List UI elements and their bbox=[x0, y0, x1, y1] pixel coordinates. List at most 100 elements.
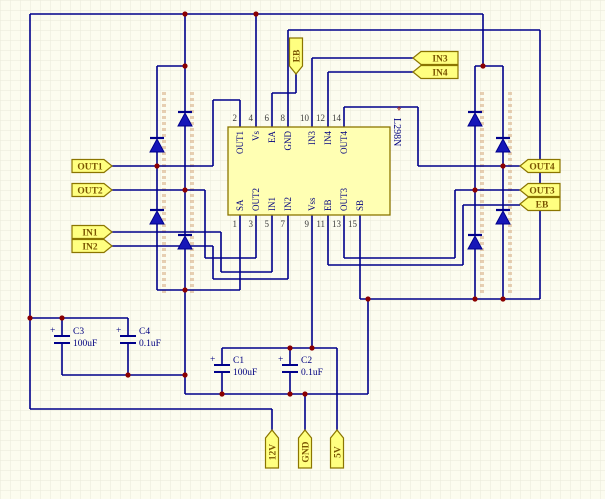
pin-name: SB bbox=[355, 200, 365, 211]
junction-dot bbox=[154, 163, 160, 169]
port-5v[interactable]: 5V bbox=[329, 429, 345, 469]
pin-name: Vss bbox=[307, 197, 317, 211]
diode-out1-lower[interactable] bbox=[149, 208, 165, 225]
pin-name: GND bbox=[283, 131, 293, 151]
port-label: IN3 bbox=[432, 55, 448, 65]
pin-name: OUT4 bbox=[339, 131, 349, 154]
junction-dot bbox=[500, 163, 506, 169]
cap-designator: C4 bbox=[139, 327, 150, 337]
port-label: OUT2 bbox=[77, 187, 103, 197]
pin-number: 7 bbox=[281, 219, 286, 229]
junction-dot bbox=[182, 63, 188, 69]
pin-name: IN4 bbox=[323, 131, 333, 145]
capacitor-c3[interactable]: + C3 100uF bbox=[50, 326, 97, 349]
port-label: IN2 bbox=[82, 243, 98, 253]
port-label: GND bbox=[302, 441, 312, 462]
diode-triangle bbox=[495, 137, 511, 153]
capacitor-c4[interactable]: + C4 0.1uF bbox=[116, 326, 161, 349]
pin-number: 1 bbox=[233, 219, 238, 229]
ic-body[interactable] bbox=[227, 126, 391, 216]
port-out1[interactable]: OUT1 bbox=[71, 158, 113, 174]
junction-dots bbox=[27, 11, 506, 397]
cap-designator: C3 bbox=[73, 327, 84, 337]
junction-dot bbox=[500, 296, 506, 302]
junction-dot bbox=[125, 372, 131, 378]
ic-name: L298N bbox=[391, 118, 402, 146]
cap-polarity: + bbox=[210, 355, 215, 365]
diode-triangle bbox=[495, 209, 511, 225]
port-gnd[interactable]: GND bbox=[297, 429, 313, 469]
port-shape bbox=[519, 182, 561, 198]
port-label: OUT3 bbox=[529, 187, 555, 197]
port-label: IN4 bbox=[432, 69, 448, 79]
cap-value: 100uF bbox=[233, 368, 257, 378]
capacitor-c1[interactable]: + C1 100uF bbox=[210, 355, 257, 378]
port-in3[interactable]: IN3 bbox=[412, 50, 459, 66]
pin-name: OUT1 bbox=[235, 131, 245, 154]
diode-out3-upper[interactable] bbox=[467, 110, 483, 127]
junction-dot bbox=[480, 63, 486, 69]
dashed-strips bbox=[162, 92, 512, 294]
port-out4[interactable]: OUT4 bbox=[519, 158, 561, 174]
junction-dot bbox=[253, 11, 259, 17]
junction-dot bbox=[182, 372, 188, 378]
pin-number: 10 bbox=[300, 113, 310, 123]
port-label: IN1 bbox=[82, 229, 98, 239]
diode-out2-upper[interactable] bbox=[177, 110, 193, 127]
diode-triangle bbox=[467, 111, 483, 127]
junction-dot bbox=[59, 315, 65, 321]
junction-dot bbox=[472, 187, 478, 193]
port-out3[interactable]: OUT3 bbox=[519, 182, 561, 198]
port-shape bbox=[71, 238, 113, 254]
junction-dot bbox=[287, 345, 293, 351]
pin-number: 4 bbox=[249, 113, 254, 123]
cap-polarity: + bbox=[278, 355, 283, 365]
diode-triangle bbox=[177, 234, 193, 250]
flyback-diodes bbox=[149, 110, 511, 250]
diode-out3-lower[interactable] bbox=[467, 233, 483, 250]
diode-out4-lower[interactable] bbox=[495, 208, 511, 225]
pin-name: IN1 bbox=[267, 197, 277, 211]
diode-out1-upper[interactable] bbox=[149, 136, 165, 153]
port-shape bbox=[288, 37, 304, 75]
pin-name: EB bbox=[323, 199, 333, 211]
cap-designator: C1 bbox=[233, 356, 244, 366]
pin-name: EA bbox=[267, 131, 277, 143]
port-in1[interactable]: IN1 bbox=[71, 224, 113, 240]
port-in4[interactable]: IN4 bbox=[412, 64, 459, 80]
junction-dot bbox=[302, 391, 308, 397]
port-in2[interactable]: IN2 bbox=[71, 238, 113, 254]
pin-name: IN2 bbox=[283, 197, 293, 211]
pin-number: 5 bbox=[265, 219, 270, 229]
pin-name: SA bbox=[235, 199, 245, 211]
port-12v[interactable]: 12V bbox=[264, 429, 280, 469]
diode-triangle bbox=[149, 209, 165, 225]
port-eb-top[interactable]: EB bbox=[288, 37, 304, 75]
capacitor-c2[interactable]: + C2 0.1uF bbox=[278, 355, 323, 378]
pin-number: 11 bbox=[316, 219, 325, 229]
pin-number: 14 bbox=[332, 113, 342, 123]
port-eb-right[interactable]: EB bbox=[519, 196, 561, 212]
junction-dot bbox=[27, 315, 33, 321]
port-out2[interactable]: OUT2 bbox=[71, 182, 113, 198]
cap-value: 0.1uF bbox=[301, 368, 323, 378]
port-shape bbox=[264, 429, 280, 469]
junction-dot bbox=[309, 345, 315, 351]
diode-out2-lower[interactable] bbox=[177, 233, 193, 250]
cap-polarity: + bbox=[116, 326, 121, 336]
pin-name: IN3 bbox=[307, 131, 317, 145]
pin-name: OUT3 bbox=[339, 188, 349, 211]
junction-dot bbox=[365, 296, 371, 302]
pin-number: 15 bbox=[348, 219, 358, 229]
port-label: EB bbox=[536, 201, 549, 211]
pin-number: 3 bbox=[249, 219, 254, 229]
port-shape bbox=[412, 50, 459, 66]
cap-polarity: + bbox=[50, 326, 55, 336]
junction-dot bbox=[472, 296, 478, 302]
pin-number: 13 bbox=[332, 219, 342, 229]
diode-out4-upper[interactable] bbox=[495, 136, 511, 153]
l298n-ic[interactable]: * L298N 2 4 6 8 10 12 14 OUT1 Vs EA GND … bbox=[227, 106, 402, 229]
port-shape bbox=[71, 182, 113, 198]
junction-dot bbox=[287, 391, 293, 397]
